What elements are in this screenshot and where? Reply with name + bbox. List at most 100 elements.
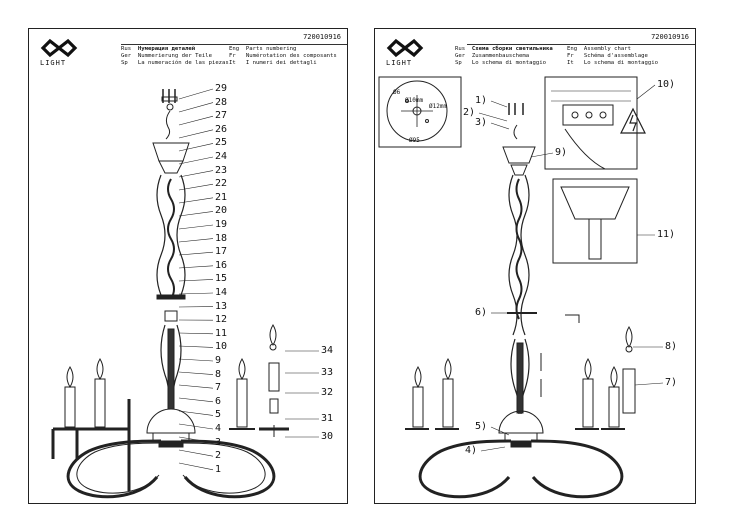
leader-line xyxy=(490,100,508,108)
brand-name: LIGHT xyxy=(40,59,67,67)
part-number-24: 24 xyxy=(215,151,228,162)
leader-line xyxy=(178,251,214,256)
part-number-22: 22 xyxy=(215,178,228,190)
leader-line xyxy=(178,265,214,269)
assembly-chart-sheet: LIGHT 720010916 Rus Схема сборки светиль… xyxy=(374,28,696,504)
part-number-14: 14 xyxy=(215,287,228,298)
leader-line xyxy=(178,423,214,430)
leader-line xyxy=(178,143,214,152)
part-number-17: 17 xyxy=(215,246,228,258)
part-number-28: 28 xyxy=(215,96,228,108)
dimension-label: Ø10mm xyxy=(405,97,424,104)
leader-line xyxy=(178,279,214,282)
header-lines: Rus Схема сборки светильника Ger Zusamme… xyxy=(455,46,553,66)
assembly-step-2: 2) xyxy=(463,107,476,118)
document-number: 720010916 xyxy=(651,33,689,41)
part-number-15: 15 xyxy=(215,273,228,285)
assembly-step-8: 8) xyxy=(665,341,678,352)
part-number-2: 2 xyxy=(215,450,222,462)
part-number-16: 16 xyxy=(215,259,228,271)
part-number-27: 27 xyxy=(215,110,228,122)
leader-line xyxy=(530,152,554,158)
part-number-29: 29 xyxy=(215,83,228,94)
part-number-20: 20 xyxy=(215,205,228,217)
part-number-18: 18 xyxy=(215,232,228,244)
part-number-30: 30 xyxy=(321,431,334,442)
assembly-drawing xyxy=(378,76,664,499)
leader-line xyxy=(178,238,214,243)
title-rule xyxy=(121,44,347,45)
part-number-23: 23 xyxy=(215,164,228,176)
leader-line xyxy=(178,436,214,443)
brand-logo xyxy=(39,35,79,61)
header-lines: Rus Нумерация деталей Ger Nummerierung d… xyxy=(121,46,229,66)
part-number-31: 31 xyxy=(321,413,334,424)
leader-line xyxy=(178,224,214,230)
leader-line xyxy=(178,197,214,204)
part-number-5: 5 xyxy=(215,409,222,421)
leader-line xyxy=(178,345,214,348)
dimension-label: Ø6 xyxy=(393,89,401,96)
header-lines-right: Eng Parts numbering Fr Numérotation des … xyxy=(229,46,337,66)
assembly-step-10: 10) xyxy=(657,79,676,90)
dimension-label: Ø12mm xyxy=(429,103,448,110)
assembly-step-1: 1) xyxy=(475,95,488,106)
assembly-step-5: 5) xyxy=(475,421,488,432)
leader-line xyxy=(178,170,214,178)
header-lines-right: Eng Assembly chart Fr Schéma d'assemblag… xyxy=(567,46,658,66)
leader-line xyxy=(178,156,214,165)
leader-line xyxy=(178,183,214,191)
high-voltage-icon xyxy=(620,107,646,134)
part-number-25: 25 xyxy=(215,137,228,149)
part-number-13: 13 xyxy=(215,300,228,312)
assembly-step-11: 11) xyxy=(657,229,676,240)
part-number-1: 1 xyxy=(215,463,222,475)
leader-line xyxy=(178,410,214,416)
part-number-19: 19 xyxy=(215,219,228,230)
leader-line xyxy=(178,371,214,375)
part-number-11: 11 xyxy=(215,327,228,339)
brand-logo xyxy=(385,35,425,61)
assembly-step-3: 3) xyxy=(475,117,488,128)
leader-line xyxy=(178,129,214,139)
dimension-label: Ø95 xyxy=(409,137,420,144)
part-number-10: 10 xyxy=(215,341,228,353)
leader-line xyxy=(178,102,214,113)
leader-line xyxy=(178,384,214,389)
assembly-step-7: 7) xyxy=(665,377,678,388)
part-number-32: 32 xyxy=(321,387,334,398)
part-number-6: 6 xyxy=(215,395,222,407)
assembly-step-4: 4) xyxy=(465,445,478,456)
leader-line xyxy=(178,397,214,403)
part-number-34: 34 xyxy=(321,345,334,356)
part-number-21: 21 xyxy=(215,191,228,203)
leader-line xyxy=(478,112,508,122)
leader-line xyxy=(178,115,214,126)
leader-line xyxy=(178,211,214,217)
part-number-26: 26 xyxy=(215,123,228,135)
infinity-logo-icon xyxy=(386,38,424,58)
leader-line xyxy=(178,449,214,457)
leader-line xyxy=(480,446,506,452)
part-number-12: 12 xyxy=(215,314,228,326)
leader-line xyxy=(178,292,214,295)
leader-line xyxy=(490,122,510,130)
leader-line xyxy=(178,358,214,362)
document-number: 720010916 xyxy=(303,33,341,41)
assembly-step-9: 9) xyxy=(555,147,568,158)
part-number-8: 8 xyxy=(215,368,222,380)
part-number-4: 4 xyxy=(215,423,222,434)
infinity-logo-icon xyxy=(40,38,78,58)
chandelier-parts-drawing xyxy=(51,88,319,499)
brand-name: LIGHT xyxy=(386,59,413,67)
leader-line xyxy=(490,426,510,436)
part-number-3: 3 xyxy=(215,436,222,448)
leader-line xyxy=(178,462,214,471)
part-number-33: 33 xyxy=(321,367,334,378)
leader-line xyxy=(178,88,214,100)
assembly-step-6: 6) xyxy=(475,307,488,318)
part-number-7: 7 xyxy=(215,382,222,394)
part-number-9: 9 xyxy=(215,355,222,366)
leader-line xyxy=(634,382,664,386)
title-rule xyxy=(467,44,695,45)
